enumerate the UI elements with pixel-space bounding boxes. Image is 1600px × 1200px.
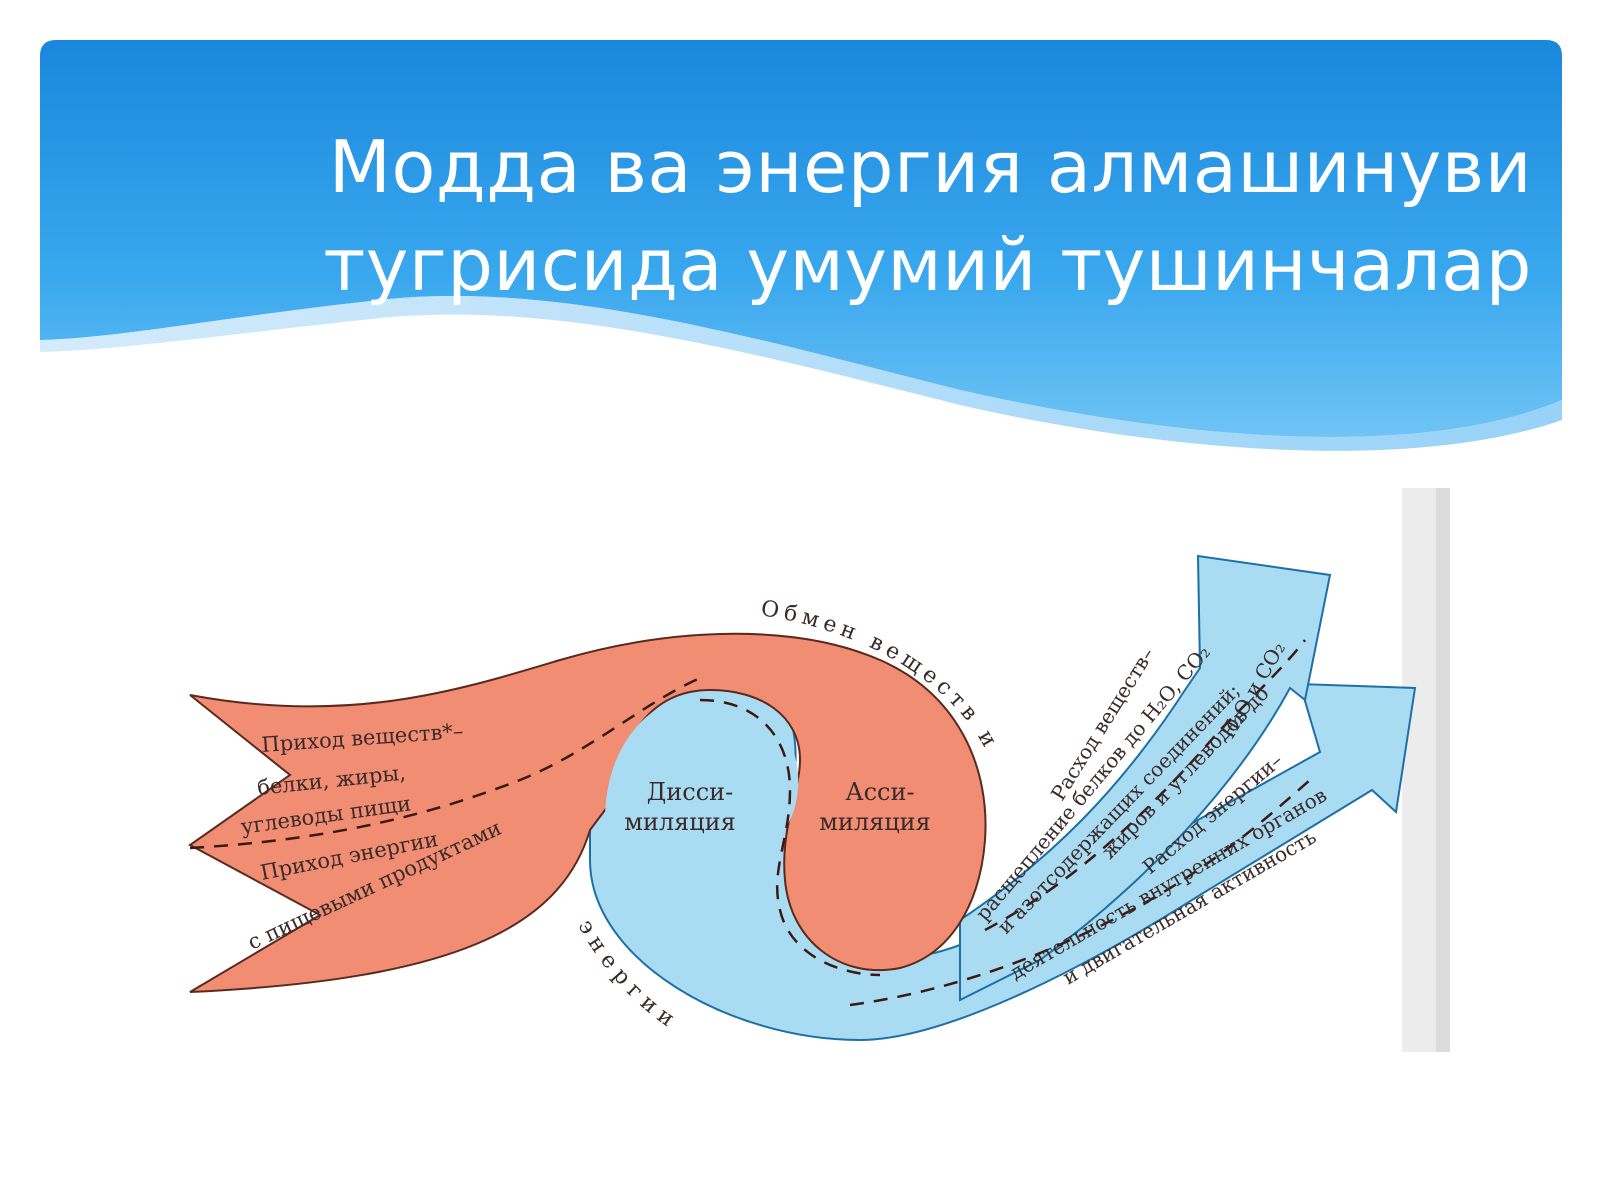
header-light-wave [40,296,1562,451]
separator-dashes-intake [189,676,701,850]
page-edge-strip-shade [1436,488,1450,1052]
label-dissimilation-2: миляция [624,808,736,836]
dissimilation-circle [605,692,800,962]
slide-title-line-1: Модда ва энергия алмашинуви [328,125,1532,209]
separator-dashes-output-lower [849,779,1311,1007]
header-panel [40,40,1562,438]
separator-dashes-output-upper [984,639,1306,932]
slide-title: Модда ва энергия алмашинуви тугрисида ум… [252,118,1532,314]
separator-dashes-core [699,698,881,977]
label-assimilation-2: миляция [819,808,931,836]
label-dissimilation-1: Дисси- [647,778,734,806]
slide-title-line-2: тугрисида умумий тушинчалар [323,223,1532,307]
label-assimilation-1: Асси- [845,778,914,806]
intake-ribbon-and-assimilation [188,632,987,993]
